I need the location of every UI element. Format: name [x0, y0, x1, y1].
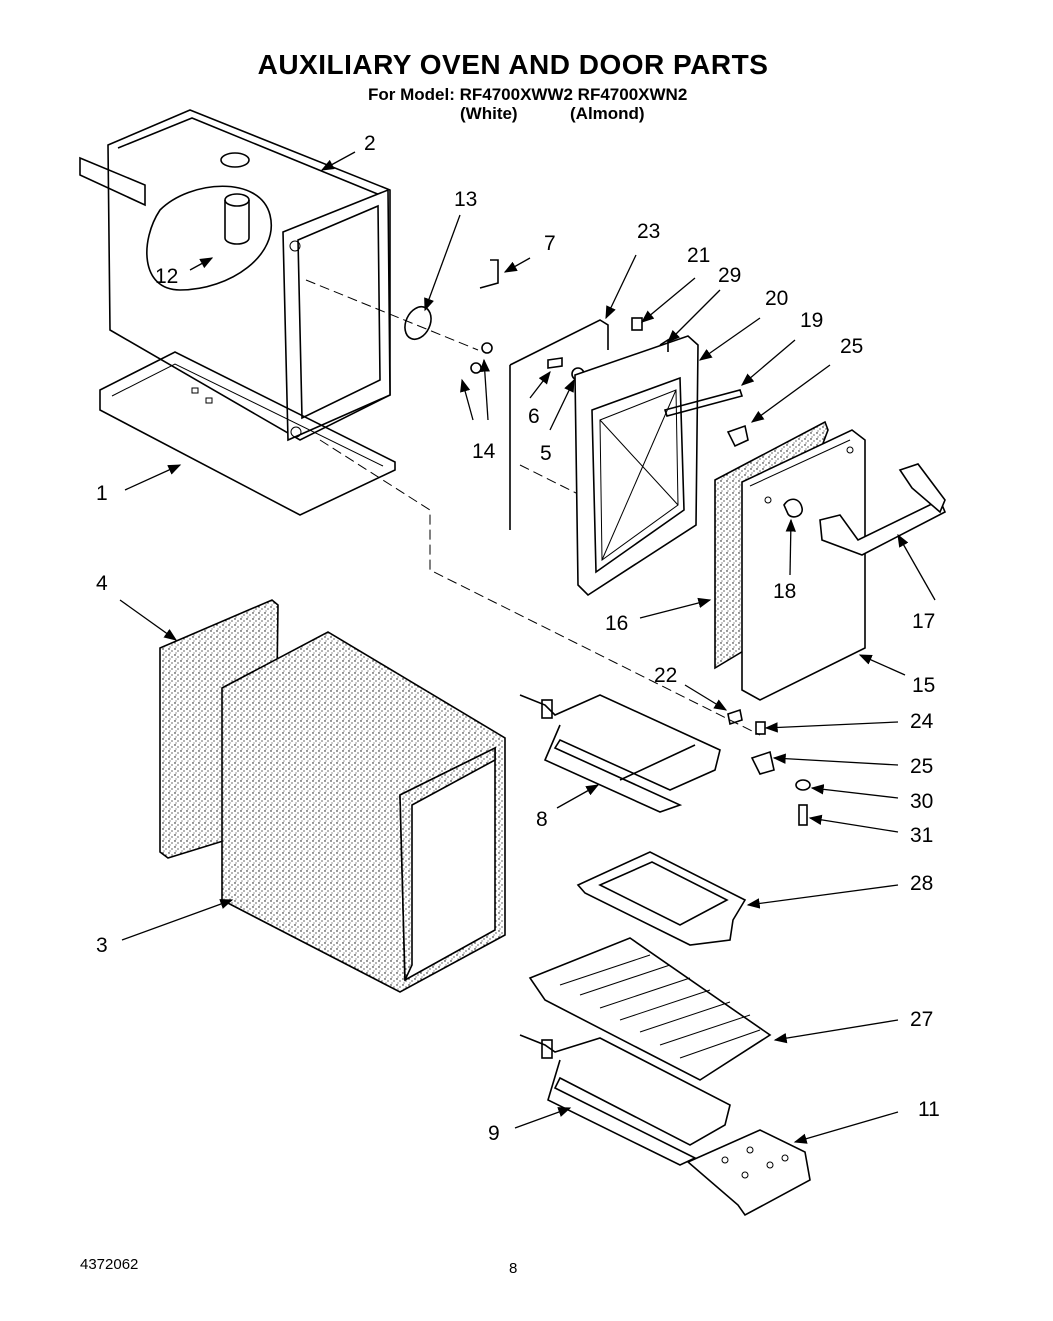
page-number: 8 — [509, 1260, 518, 1277]
variant-white-label: (White) — [460, 104, 518, 123]
document-number: 4372062 — [80, 1256, 139, 1273]
model-line: For Model: RF4700XWW2 RF4700XWN2 — [368, 85, 688, 104]
door-handle-part-17 — [819, 463, 947, 556]
callout-22: 22 — [654, 664, 677, 687]
callout-29: 29 — [718, 264, 741, 287]
wrap-insulation-part-3 — [221, 631, 506, 993]
callout-5: 5 — [540, 442, 552, 465]
callout-11: 11 — [918, 1098, 940, 1121]
callout-25-upper: 25 — [840, 335, 863, 358]
callout-19: 19 — [800, 309, 823, 332]
bottom-panel-part-1 — [99, 351, 396, 516]
callout-18: 18 — [773, 580, 796, 603]
leader-lines — [119, 151, 936, 1144]
callout-numbers: 2 12 13 14 7 23 21 29 20 19 25 6 5 1 4 1… — [96, 132, 940, 1145]
outer-door-part-15 — [741, 429, 866, 701]
callout-1: 1 — [96, 482, 108, 505]
callout-13: 13 — [454, 188, 477, 211]
clip-part-7 — [479, 259, 499, 289]
oven-liner-part-2 — [79, 109, 391, 442]
callout-4: 4 — [96, 572, 108, 595]
broiler-pan-part-28 — [576, 851, 747, 946]
callout-25-lower: 25 — [910, 755, 933, 778]
page-title: AUXILIARY OVEN AND DOOR PARTS — [257, 49, 769, 80]
callout-7: 7 — [544, 232, 556, 255]
callout-24: 24 — [910, 710, 934, 733]
callout-20: 20 — [765, 287, 788, 310]
part-21 — [631, 317, 643, 331]
callout-2: 2 — [364, 132, 376, 155]
callout-6: 6 — [528, 405, 540, 428]
part-22 — [727, 708, 743, 726]
oven-rack-part-27 — [528, 937, 772, 1081]
support-plate-part-11 — [686, 1129, 811, 1217]
callout-27: 27 — [910, 1008, 933, 1031]
screw-part-31 — [798, 804, 808, 826]
callout-28: 28 — [910, 872, 933, 895]
hinge-bar-part-19 — [663, 389, 744, 417]
bracket-part-25-upper — [726, 424, 749, 448]
nut-part-30 — [795, 779, 811, 791]
callout-30: 30 — [910, 790, 933, 813]
door-knob-part-18 — [783, 498, 803, 518]
variant-almond-label: (Almond) — [570, 104, 645, 123]
inner-door-panel-part-20 — [574, 335, 699, 597]
callout-15: 15 — [912, 674, 935, 697]
callout-23: 23 — [637, 220, 660, 243]
bracket-part-25-lower — [750, 750, 775, 775]
callout-16: 16 — [605, 612, 628, 635]
heating-element-part-9 — [519, 1034, 731, 1166]
callout-31: 31 — [910, 824, 933, 847]
screw-part-6 — [547, 357, 563, 369]
callout-21: 21 — [687, 244, 710, 267]
screws-part-14 — [470, 342, 493, 374]
callout-14: 14 — [472, 440, 496, 463]
callout-3: 3 — [96, 934, 108, 957]
part-24 — [755, 721, 766, 735]
callout-9: 9 — [488, 1122, 500, 1145]
door-seal-part-23 — [509, 319, 609, 530]
heating-element-part-8 — [519, 694, 721, 813]
callout-8: 8 — [536, 808, 548, 831]
callout-17: 17 — [912, 610, 935, 633]
callout-12: 12 — [155, 265, 178, 288]
